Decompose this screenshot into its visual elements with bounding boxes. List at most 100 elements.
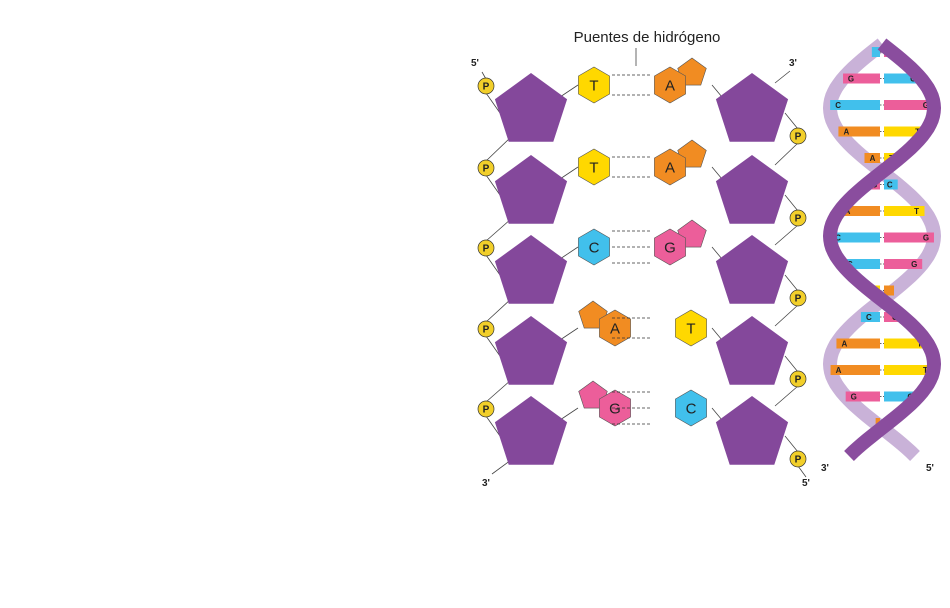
left-backbone-bond bbox=[485, 379, 512, 403]
base-label: A bbox=[665, 160, 675, 177]
helix-base-label: C bbox=[835, 101, 841, 110]
sugar-base-bond bbox=[559, 327, 579, 341]
left-phosphate: P bbox=[477, 77, 495, 95]
left-phosphate: P bbox=[477, 159, 495, 177]
helix-base-label: G bbox=[923, 101, 929, 110]
right-base-c: C bbox=[675, 389, 707, 427]
labels: Puentes de hidrógeno 5' 3' 3' 5' 3' 5' bbox=[471, 29, 934, 489]
helix-base-label: T bbox=[914, 207, 919, 216]
right-backbone-bond bbox=[774, 142, 799, 166]
left-backbone-bond bbox=[491, 459, 512, 475]
phosphate-label: P bbox=[795, 294, 802, 305]
left-backbone-bond bbox=[485, 298, 512, 323]
right-backbone-bond bbox=[784, 274, 799, 292]
left-phosphate: P bbox=[477, 320, 495, 338]
left-base-c: C bbox=[578, 228, 610, 266]
right-base-a: A bbox=[654, 57, 707, 104]
helix-base-label: C bbox=[866, 313, 872, 322]
end-label-left-bottom: 3' bbox=[482, 478, 490, 489]
sugar-base-bond bbox=[711, 84, 723, 98]
helix-base-label: G bbox=[911, 260, 917, 269]
helix-base-t bbox=[884, 338, 928, 349]
right-backbone-bond bbox=[784, 112, 799, 130]
phosphate-label: P bbox=[483, 405, 490, 416]
helix-strand-back bbox=[822, 38, 942, 462]
base-ring bbox=[654, 228, 686, 266]
right-backbone-bond bbox=[774, 224, 799, 246]
right-base-t: T bbox=[675, 309, 707, 347]
helix-base-label: G bbox=[848, 75, 854, 84]
right-backbone-bond bbox=[774, 70, 791, 84]
base-ring bbox=[578, 228, 610, 266]
phosphate-circle bbox=[789, 127, 807, 145]
left-base-t: T bbox=[578, 148, 610, 186]
helix-base-g bbox=[884, 100, 934, 110]
helix-base-t bbox=[884, 206, 925, 216]
helix-base-g bbox=[845, 391, 880, 402]
helix-base-a bbox=[884, 285, 895, 296]
helix-base-a bbox=[836, 338, 880, 349]
helix-base-c bbox=[871, 47, 880, 57]
left-backbone-bond bbox=[485, 254, 501, 276]
base-pair-row: P P A T bbox=[477, 300, 807, 407]
phosphate-label: P bbox=[795, 132, 802, 143]
right-phosphate: P bbox=[789, 450, 807, 468]
phosphate-label: P bbox=[795, 214, 802, 225]
base-ring bbox=[675, 309, 707, 347]
right-backbone-bond bbox=[774, 304, 799, 327]
base-label: T bbox=[589, 160, 598, 177]
left-backbone-bond bbox=[485, 218, 512, 242]
helix-base-t bbox=[884, 126, 926, 137]
phosphate-label: P bbox=[483, 82, 490, 93]
right-sugar bbox=[715, 396, 789, 465]
right-backbone-bond bbox=[797, 465, 807, 478]
right-backbone-bond bbox=[784, 194, 799, 212]
base-label: A bbox=[610, 321, 620, 338]
right-phosphate: P bbox=[789, 127, 807, 145]
end-label-right-bottom: 5' bbox=[802, 478, 810, 489]
phosphate-circle bbox=[477, 239, 495, 257]
base-ring bbox=[654, 66, 686, 104]
base-pair-row: P P T A bbox=[477, 139, 807, 246]
left-backbone-bond bbox=[485, 335, 501, 357]
left-base-t: T bbox=[578, 66, 610, 104]
right-sugar bbox=[715, 155, 789, 224]
left-sugar bbox=[494, 316, 568, 385]
phosphate-circle bbox=[477, 320, 495, 338]
base-label: C bbox=[589, 240, 600, 257]
helix-base-c bbox=[884, 391, 919, 402]
right-phosphate: P bbox=[789, 289, 807, 307]
base-label: C bbox=[686, 401, 697, 418]
base-label: A bbox=[665, 78, 675, 95]
base-ring bbox=[654, 148, 686, 186]
right-base-a: A bbox=[654, 139, 707, 186]
phosphate-label: P bbox=[483, 325, 490, 336]
base-pair-row: P P G C bbox=[477, 380, 807, 478]
right-backbone-bond bbox=[774, 385, 799, 407]
helix-base-c bbox=[884, 73, 921, 84]
helix-base-t bbox=[884, 365, 934, 375]
left-phosphate: P bbox=[477, 400, 495, 418]
helix-base-g bbox=[843, 73, 880, 84]
sugar-base-bond bbox=[711, 407, 723, 421]
left-sugar bbox=[494, 73, 568, 142]
end-label-helix-right: 5' bbox=[926, 463, 934, 474]
left-sugar bbox=[494, 155, 568, 224]
phosphate-circle bbox=[477, 400, 495, 418]
helix-base-label: A bbox=[842, 340, 848, 349]
helix-base-label: A bbox=[844, 128, 850, 137]
helix-base-label: G bbox=[923, 234, 929, 243]
right-phosphate: P bbox=[789, 370, 807, 388]
sugar-base-bond bbox=[559, 166, 579, 180]
base-ring bbox=[599, 309, 631, 347]
helix-strand-front bbox=[822, 38, 942, 462]
right-phosphate: P bbox=[789, 209, 807, 227]
base-label: G bbox=[609, 401, 621, 418]
